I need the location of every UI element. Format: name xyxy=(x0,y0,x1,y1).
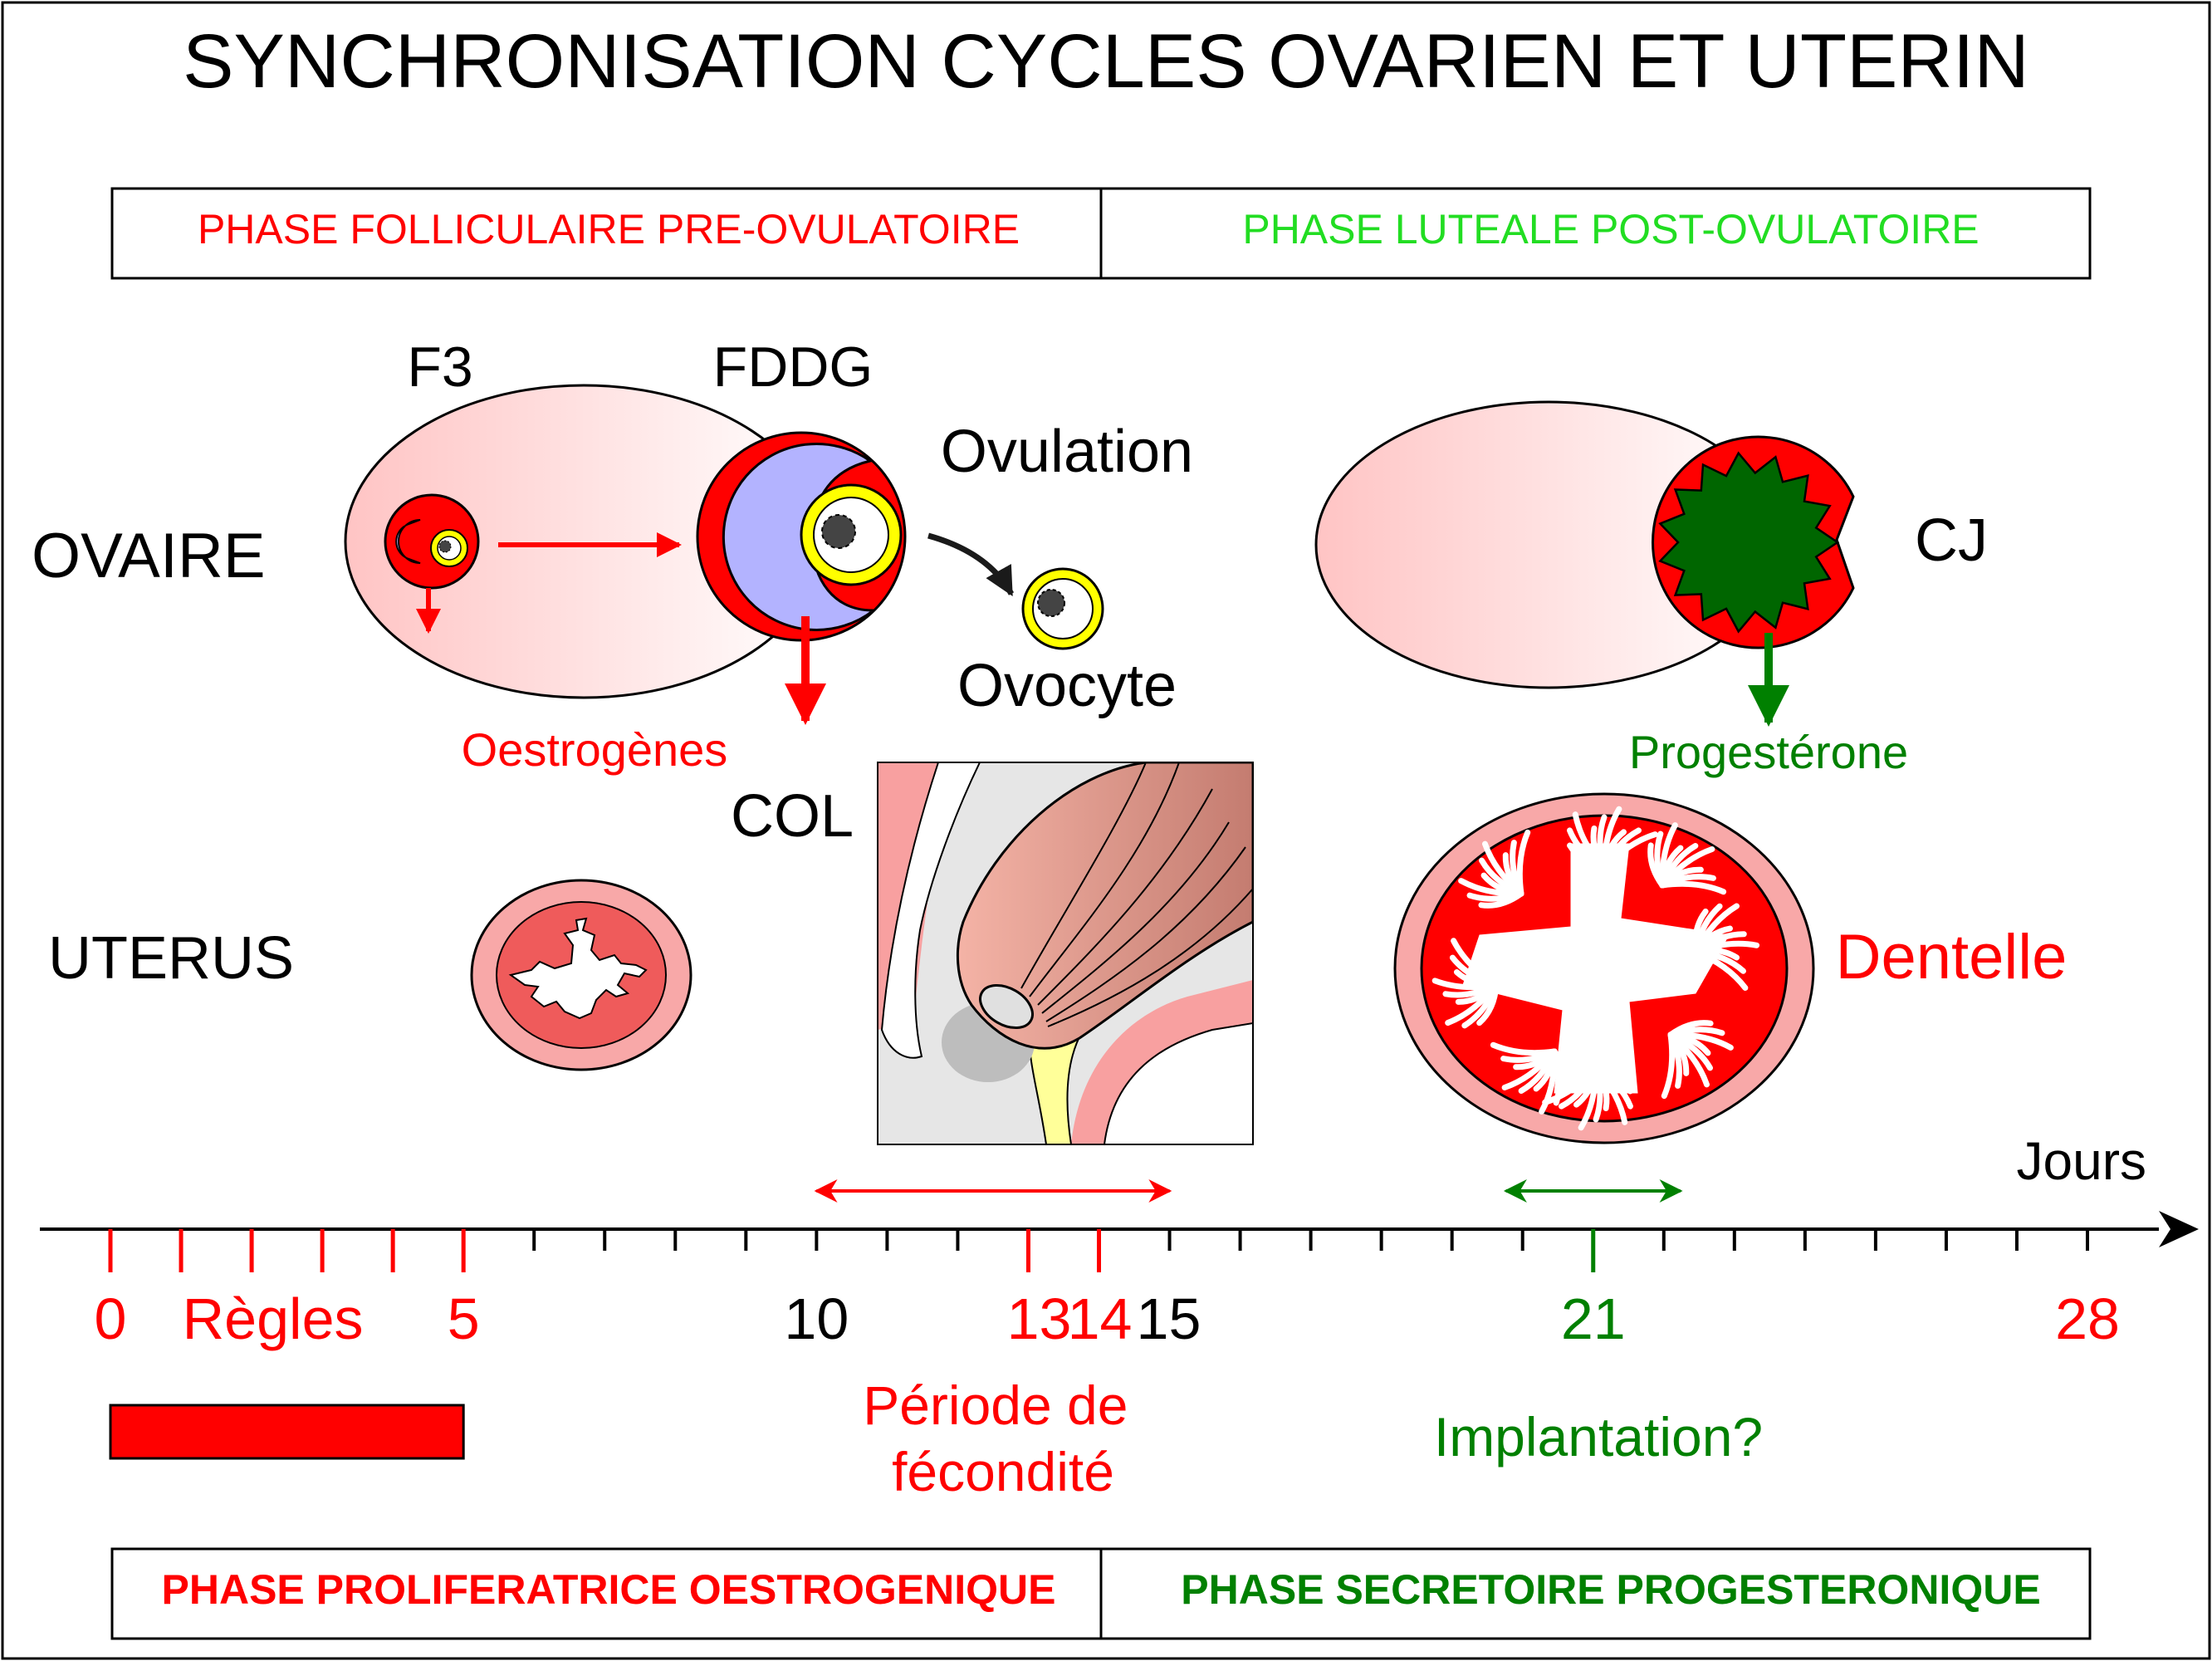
day-label-5: 5 xyxy=(448,1286,480,1351)
ovary-label: OVAIRE xyxy=(32,521,266,591)
day-label-21: 21 xyxy=(1561,1286,1626,1351)
lace-gland xyxy=(1659,880,1727,895)
uterus-label: UTERUS xyxy=(48,925,294,992)
ovary-luteal xyxy=(1314,400,1855,727)
uterine-lumen xyxy=(1462,843,1730,1094)
ovary-follicular xyxy=(344,384,907,725)
ovocyte-cell xyxy=(1021,567,1104,650)
corpus-luteum-core xyxy=(1658,451,1840,634)
menses-bar xyxy=(109,1404,465,1460)
lace-gland xyxy=(1490,1041,1558,1056)
uterus-proliferative xyxy=(470,879,692,1071)
progesterone-label: Progestérone xyxy=(1629,726,1908,778)
implantation-label: Implantation? xyxy=(1434,1406,1763,1467)
cervix-frame xyxy=(877,762,1254,1145)
uterus-secretory xyxy=(1393,792,1815,1144)
bottom-phase-bar: PHASE PROLIFERATRICE OESTROGENIQUE PHASE… xyxy=(110,1547,2092,1640)
lace-gland xyxy=(1692,948,1749,991)
phase-luteal-label: PHASE LUTEALE POST-OVULATOIRE xyxy=(1242,206,1979,252)
day-label-13: 13 xyxy=(1007,1286,1072,1351)
regles-label: Règles xyxy=(183,1286,364,1351)
day-label-28: 28 xyxy=(2055,1286,2120,1351)
ovulation-arrow xyxy=(927,532,1015,597)
lace-gland xyxy=(1516,829,1531,897)
day-label-15: 15 xyxy=(1137,1286,1201,1351)
fddg-label: FDDG xyxy=(713,336,874,399)
jours-label: Jours xyxy=(2017,1131,2147,1191)
ovocyte-label: Ovocyte xyxy=(957,653,1177,719)
f3-label: F3 xyxy=(407,336,472,399)
lace-gland xyxy=(1542,1065,1599,1105)
ovulation-label: Ovulation xyxy=(941,419,1193,485)
phase-follicular-label: PHASE FOLLICULAIRE PRE-OVULATOIRE xyxy=(198,206,1020,252)
cj-label: CJ xyxy=(1915,507,1988,574)
top-phase-bar: PHASE FOLLICULAIRE PRE-OVULATOIRE PHASE … xyxy=(110,187,2092,280)
lace-gland xyxy=(1451,938,1500,988)
f3-follicle xyxy=(384,493,480,590)
fddg-follicle xyxy=(696,431,907,642)
oestrogenes-label: Oestrogènes xyxy=(462,723,728,776)
lace-pattern xyxy=(1431,806,1760,1131)
timeline-axis xyxy=(40,1211,2199,1272)
col-label: COL xyxy=(731,783,854,850)
day-label-0: 0 xyxy=(95,1286,127,1351)
page-title: SYNCHRONISATION CYCLES OVARIEN ET UTERIN xyxy=(183,19,2029,104)
phase-proliferative-label: PHASE PROLIFERATRICE OESTROGENIQUE xyxy=(162,1566,1056,1613)
lace-gland xyxy=(1601,831,1658,872)
dentelle-label: Dentelle xyxy=(1836,922,2068,992)
day-label-10: 10 xyxy=(784,1286,849,1351)
lace-gland xyxy=(1661,1031,1676,1100)
time-axis-arrowhead xyxy=(2159,1211,2199,1247)
fertility-label: Période de fécondité xyxy=(863,1374,1143,1502)
day-label-14: 14 xyxy=(1068,1286,1133,1351)
phase-secretory-label: PHASE SECRETOIRE PROGESTERONIQUE xyxy=(1181,1566,2040,1613)
cervix-illustration xyxy=(878,762,1253,1144)
